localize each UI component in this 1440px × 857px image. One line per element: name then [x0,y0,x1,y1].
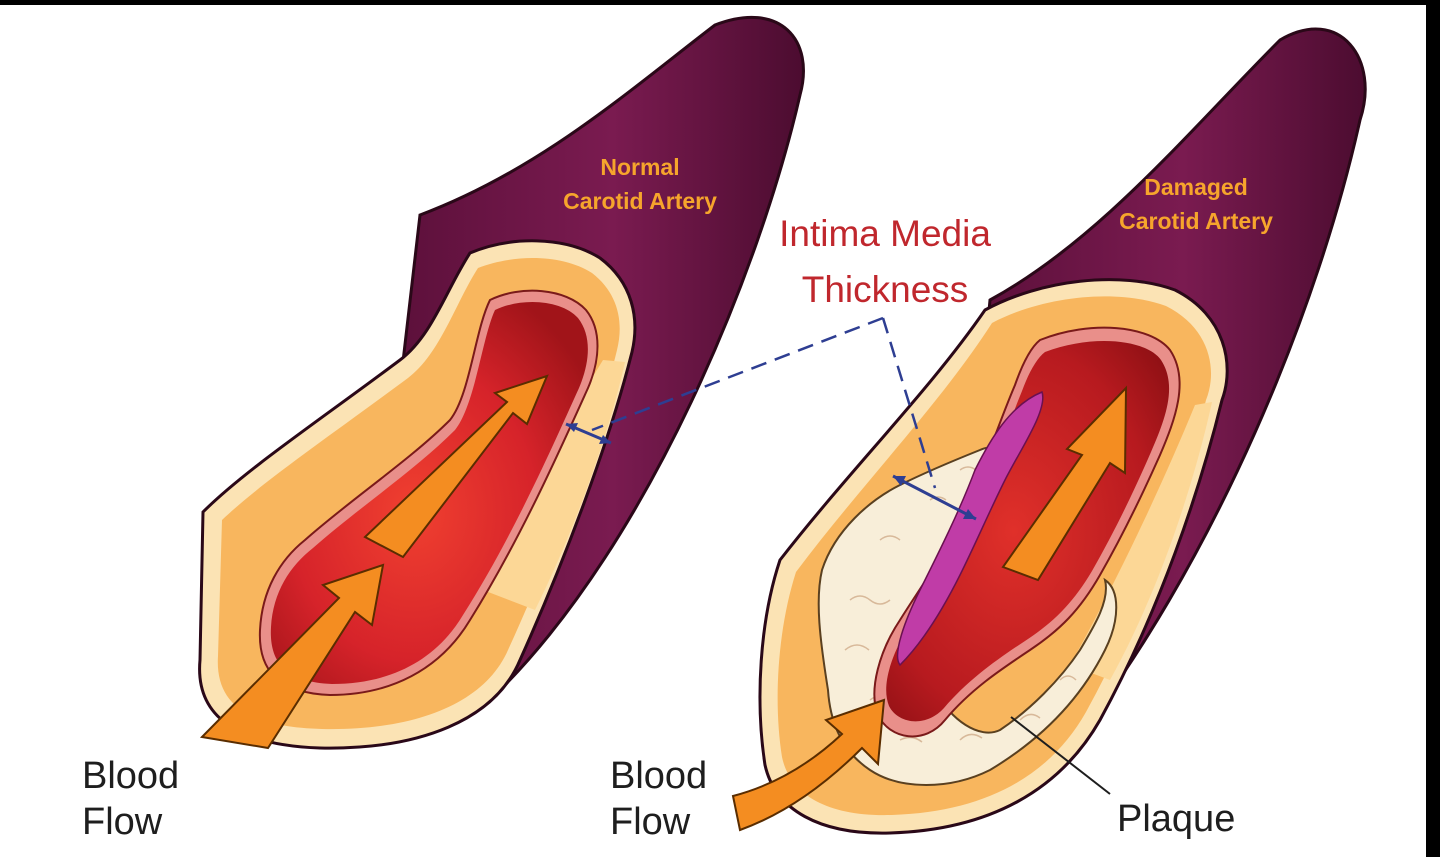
imt-label-line1: Intima Media [745,206,1025,262]
damaged-artery [733,29,1365,833]
imt-label: Intima Media Thickness [745,206,1025,318]
blood-flow-label-right-line2: Flow [610,799,707,845]
damaged-artery-label-line1: Damaged [1096,170,1296,204]
plaque-label: Plaque [1117,797,1235,841]
imt-label-line2: Thickness [745,262,1025,318]
blood-flow-label-left: Blood Flow [82,753,179,845]
normal-artery-label-line1: Normal [540,150,740,184]
damaged-artery-label-line2: Carotid Artery [1096,204,1296,238]
blood-flow-label-left-line2: Flow [82,799,179,845]
plaque-label-text: Plaque [1117,798,1235,840]
normal-artery-label-line2: Carotid Artery [540,184,740,218]
blood-flow-label-left-line1: Blood [82,753,179,799]
damaged-artery-label: Damaged Carotid Artery [1096,170,1296,238]
blood-flow-label-right-line1: Blood [610,753,707,799]
normal-artery-label: Normal Carotid Artery [540,150,740,218]
blood-flow-label-right: Blood Flow [610,753,707,845]
